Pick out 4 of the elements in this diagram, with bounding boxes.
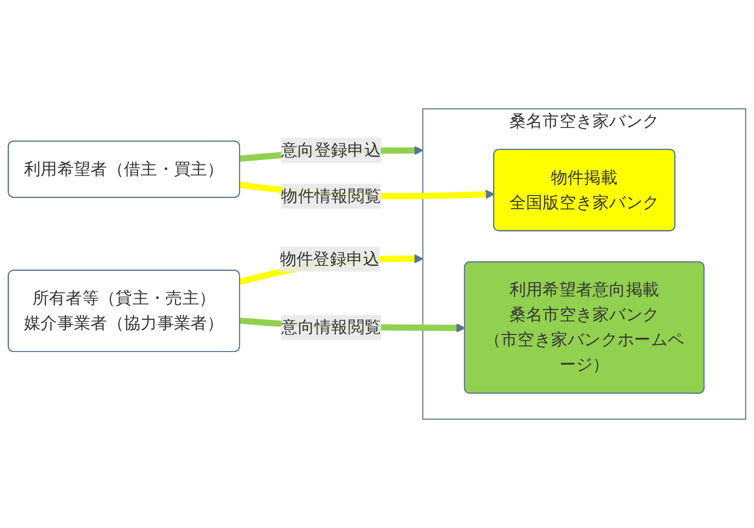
edge-label: 意向登録申込 (281, 140, 381, 160)
edge-label: 物件情報閲覧 (281, 186, 382, 206)
edge-label: 物件登録申込 (280, 248, 380, 269)
edge-label: 意向情報閲覧 (281, 317, 382, 337)
